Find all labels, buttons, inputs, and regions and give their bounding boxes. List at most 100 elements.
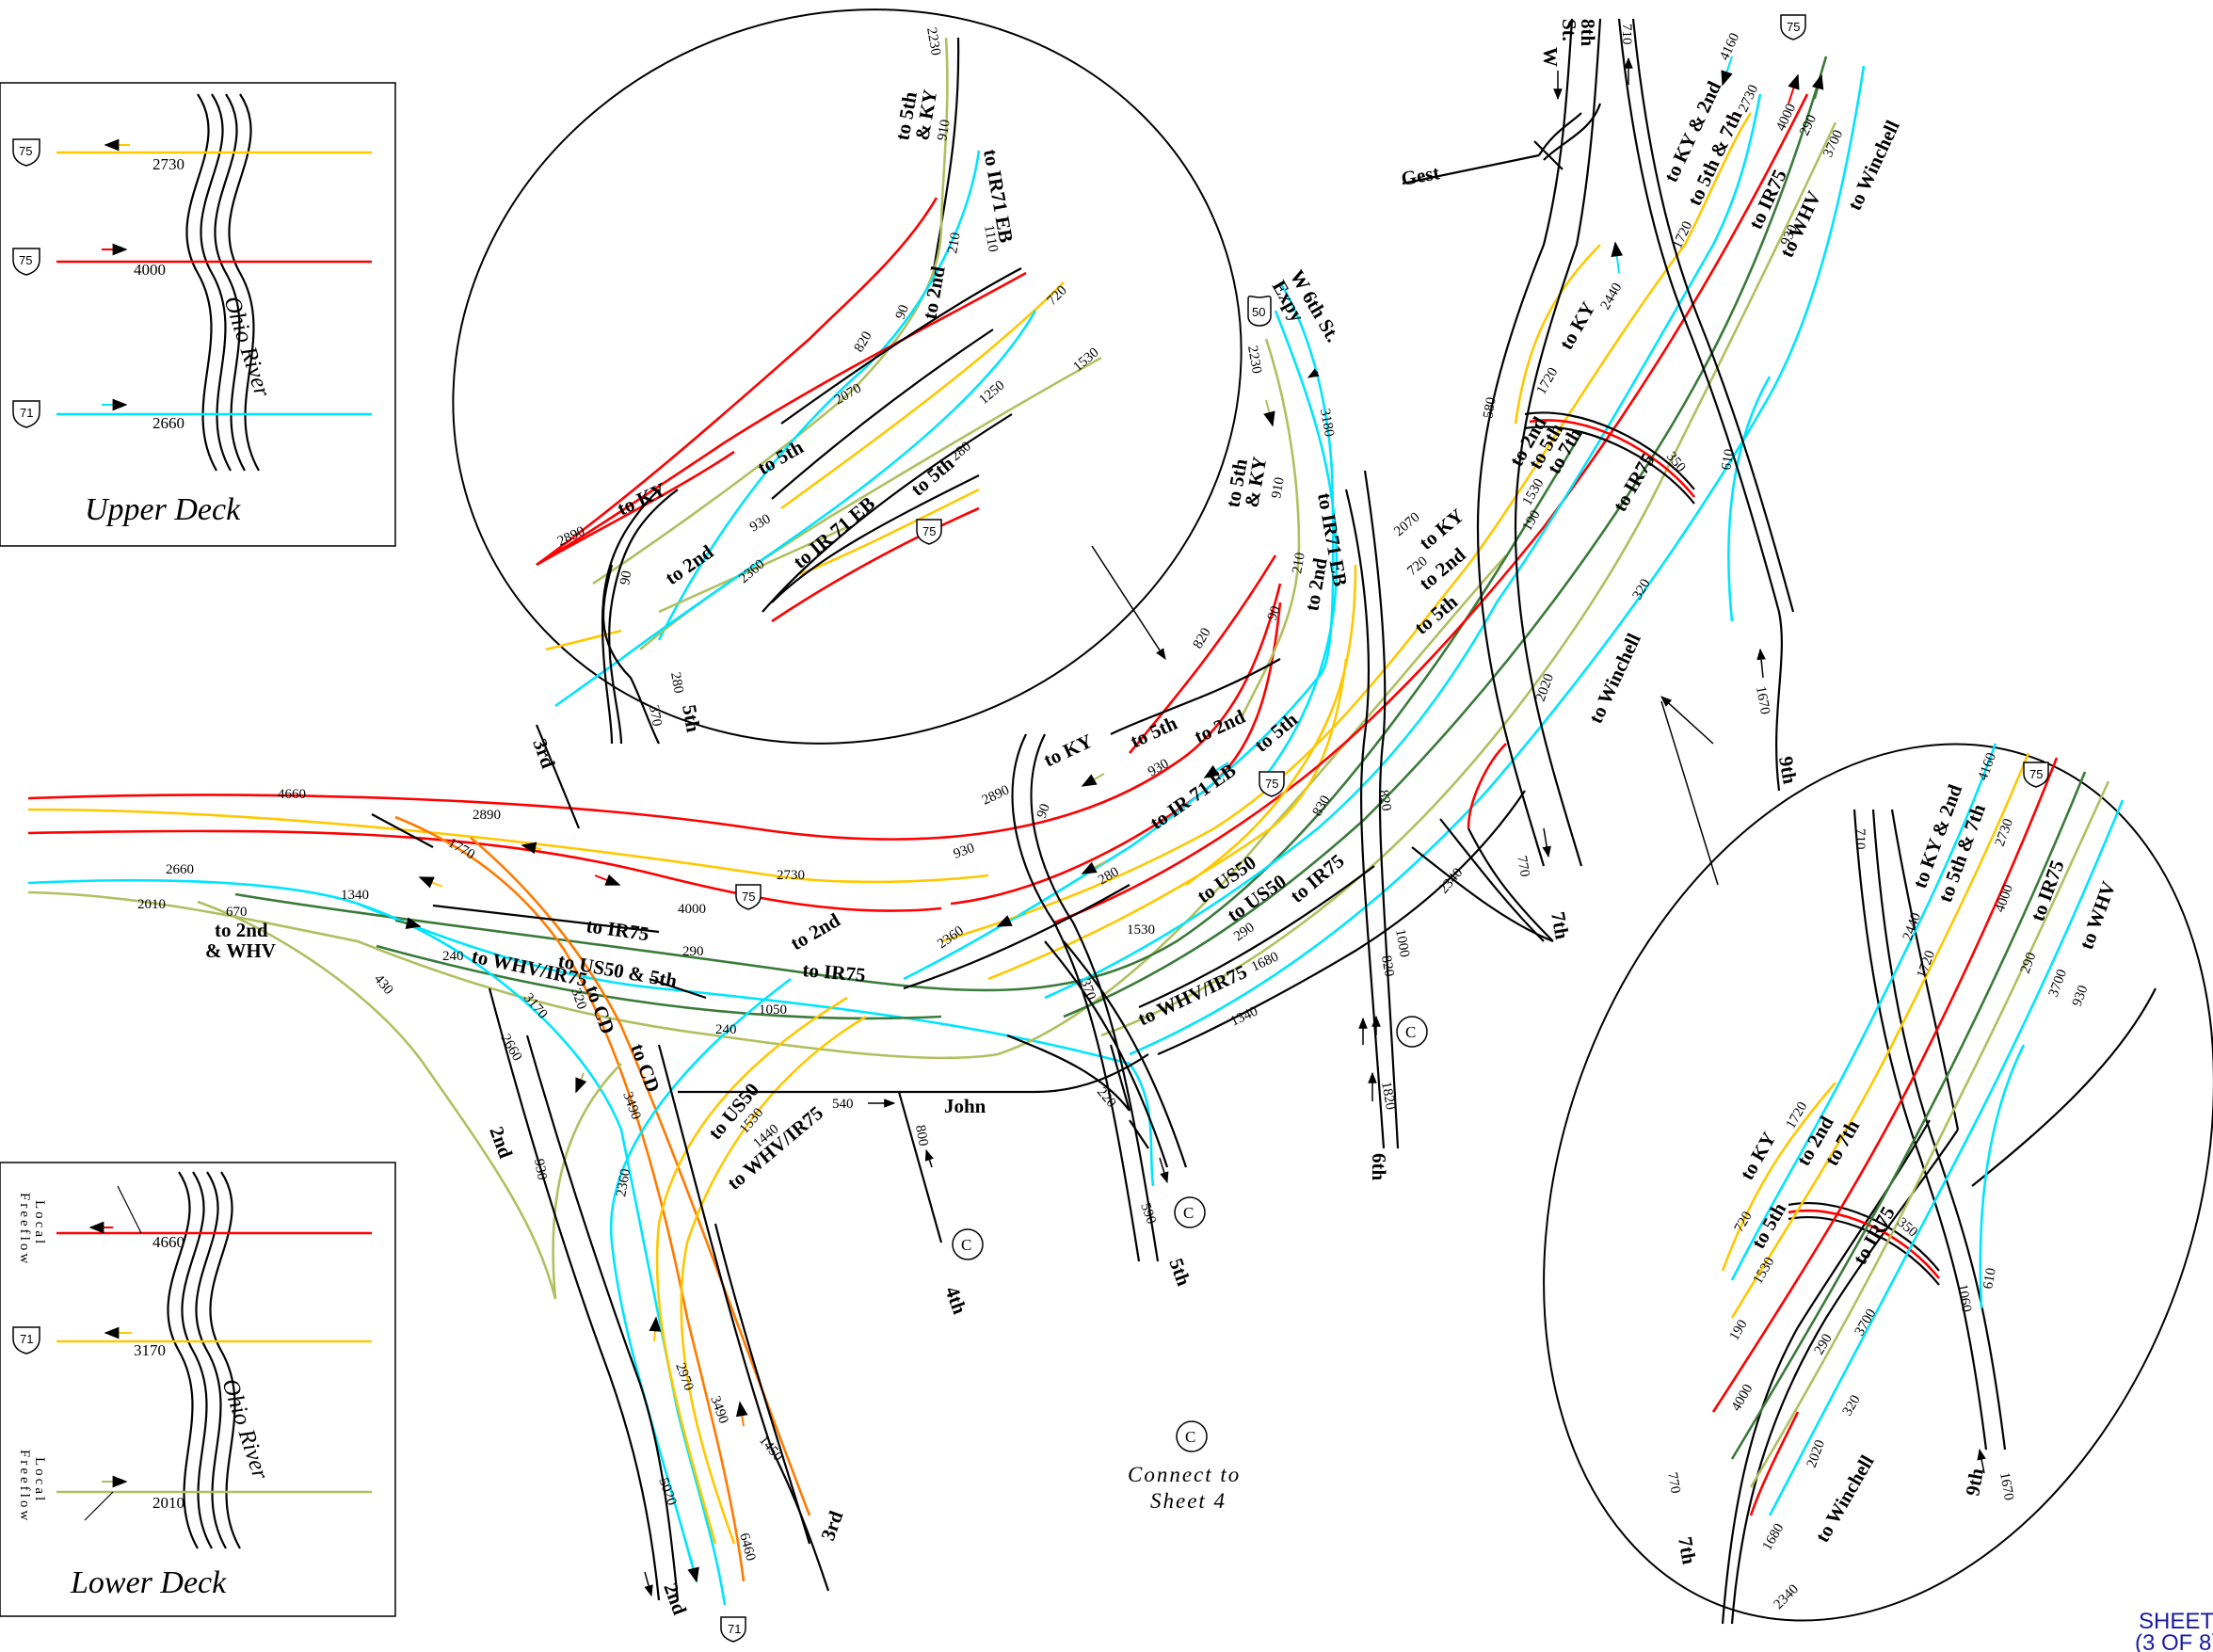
volume-label: 290 xyxy=(2018,951,2040,976)
arrow-icon xyxy=(1203,762,1229,778)
legend-value-2660: 2660 xyxy=(152,414,184,432)
volume-label: 720 xyxy=(1045,283,1070,309)
flow-line-orange-1 xyxy=(394,815,746,1582)
volume-label: 3700 xyxy=(2046,968,2070,1000)
river-bank-1 xyxy=(167,1171,199,1549)
arrow-icon xyxy=(418,876,443,889)
volume-label: 1530 xyxy=(1520,476,1547,508)
road-5th-2 xyxy=(1063,940,1188,1168)
road-edge xyxy=(780,267,1022,425)
volume-label: 2730 xyxy=(1993,817,2016,849)
road-edge xyxy=(608,489,679,745)
direction-label: to KY xyxy=(1736,1129,1781,1184)
direction-label: to WHV xyxy=(2075,878,2120,953)
volume-label: 800 xyxy=(912,1124,931,1147)
flow-line-yellow-3 xyxy=(680,1015,867,1545)
interstate-shield-icon: 71 xyxy=(12,1326,40,1355)
river-bank-4 xyxy=(209,1171,241,1549)
direction-label: to KY xyxy=(1555,298,1600,354)
road-8th-2 xyxy=(1514,18,1602,867)
svg-text:Freeflow: Freeflow xyxy=(17,1450,32,1523)
connector-marker: C xyxy=(952,1228,984,1260)
flow-line-green-3 xyxy=(552,1063,622,1300)
volume-label: 3180 xyxy=(1317,408,1337,438)
svg-text:71: 71 xyxy=(728,1622,741,1636)
volume-label: 2360 xyxy=(736,557,767,587)
svg-text:Local: Local xyxy=(32,1457,47,1503)
road-stub-5 xyxy=(1109,1044,1131,1112)
direction-label: to Winchell xyxy=(1811,1452,1879,1547)
arrow-icon xyxy=(996,912,1027,927)
legend-lower-deck: 4660 3170 2010 Local Freeflow Local Free… xyxy=(0,1162,396,1617)
volume-label: 930 xyxy=(952,841,977,862)
flow-line-cyan-2 xyxy=(357,902,727,1606)
volume-label: 320 xyxy=(568,986,589,1012)
road-2nd xyxy=(488,987,661,1601)
street-label-7th: 7th xyxy=(1547,910,1574,941)
volume-label: 2440 xyxy=(1900,911,1924,943)
street-label-3rd: 3rd xyxy=(528,736,559,772)
flow-line xyxy=(536,271,1027,567)
road-5th-4 xyxy=(1011,733,1141,1262)
overpass xyxy=(1524,411,1695,490)
volume-label: 1530 xyxy=(1751,1255,1778,1287)
svg-text:Freeflow: Freeflow xyxy=(17,1193,32,1266)
svg-text:75: 75 xyxy=(19,144,32,158)
leader-line xyxy=(117,1185,142,1234)
legend-value-4660: 4660 xyxy=(152,1233,184,1251)
volume-label: 90 xyxy=(1265,604,1284,623)
volume-label: 2660 xyxy=(166,862,194,877)
arrow-icon xyxy=(924,1148,934,1168)
volume-label: 2890 xyxy=(473,808,501,823)
svg-text:C: C xyxy=(961,1236,971,1254)
flow-line xyxy=(657,150,981,641)
sheet-label: SHEET xyxy=(2139,1609,2213,1634)
inset-pointer-arrow xyxy=(1660,696,1714,745)
road-edge xyxy=(602,564,660,745)
flow-line-cyan-3 xyxy=(609,977,792,1582)
river-bank-2 xyxy=(181,1171,213,1549)
volume-label: 430 xyxy=(371,971,396,998)
arrow-icon xyxy=(594,874,621,886)
arrow-icon xyxy=(1307,368,1320,378)
overpass-flow xyxy=(1529,419,1696,498)
flow-line xyxy=(536,197,938,567)
direction-label: to 5th xyxy=(754,435,808,479)
street-label: 5th xyxy=(678,703,705,734)
volume-label: 240 xyxy=(715,1022,737,1037)
connector-marker: C xyxy=(1174,1196,1206,1228)
volume-label: 1720 xyxy=(1670,219,1695,251)
svg-text:St.: St. xyxy=(1558,19,1580,41)
volume-label: 910 xyxy=(935,119,954,142)
volume-label: 2230 xyxy=(1244,345,1264,375)
flow-line xyxy=(1730,743,1997,1281)
interstate-shield-icon: 71 xyxy=(720,1616,746,1643)
street-label-john: John xyxy=(944,1095,986,1117)
leader-line xyxy=(84,1491,114,1521)
road-segment xyxy=(903,884,1131,990)
volume-label: 3170 xyxy=(521,990,551,1021)
volume-label: 710 xyxy=(1852,828,1868,850)
street-label-3rd-bottom: 3rd xyxy=(816,1508,847,1544)
road-stub-3 xyxy=(649,977,707,1000)
arrow-icon xyxy=(1756,648,1766,679)
svg-text:71: 71 xyxy=(20,406,33,420)
street-label-2nd: 2nd xyxy=(485,1124,517,1162)
volume-label: 2010 xyxy=(137,897,166,912)
svg-text:50: 50 xyxy=(1252,305,1265,319)
arrow-icon xyxy=(1611,241,1624,274)
svg-text:75: 75 xyxy=(1265,777,1278,791)
street-label-4th: 4th xyxy=(940,1284,971,1318)
volume-label: 820 xyxy=(852,329,875,355)
inset-bottom: 710 to KY & 2nd 4160 to 5th & 7th 2730 4… xyxy=(1543,700,2213,1625)
road-lower xyxy=(1157,790,1526,1056)
overpass-2 xyxy=(1788,1216,1940,1286)
road-gest-ramp-2 xyxy=(1543,103,1602,161)
flow-line-green-2 xyxy=(197,900,557,1300)
road-5th xyxy=(1044,940,1169,1168)
interstate-shield-icon: 71 xyxy=(12,400,40,428)
volume-label: 6460 xyxy=(736,1532,758,1563)
svg-text:W: W xyxy=(1539,47,1562,67)
flow-line xyxy=(1768,799,2125,1516)
